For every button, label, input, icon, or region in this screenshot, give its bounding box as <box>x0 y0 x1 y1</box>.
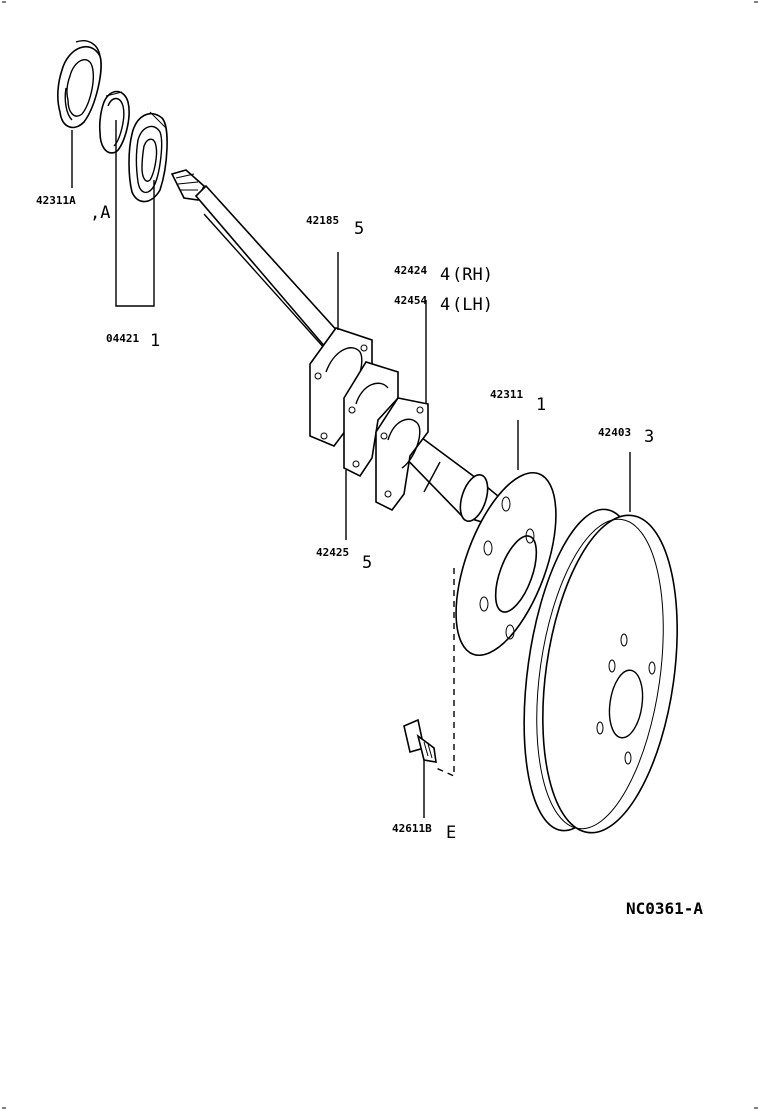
retainer-ring-part <box>98 90 130 154</box>
quantity-label: 1 <box>536 395 546 415</box>
quantity-label: 4 <box>440 265 450 285</box>
brake-drum-part <box>523 508 678 834</box>
gasket-42425-part <box>343 361 399 478</box>
wheel-bearing-part <box>128 111 168 203</box>
quantity-label: 5 <box>362 553 372 573</box>
part-number-label: 42403 <box>598 426 631 439</box>
part-number-label: 42311A <box>36 194 76 207</box>
quantity-label: 5 <box>354 219 364 239</box>
diagram-code: NC0361-A <box>626 899 703 918</box>
side-label: (LH) <box>452 295 493 315</box>
part-number-label: 42424 <box>394 264 427 277</box>
quantity-label: 4 <box>440 295 450 315</box>
quantity-label: ,A <box>90 203 110 223</box>
leader-lines <box>71 120 631 818</box>
side-label: (RH) <box>452 265 493 285</box>
part-number-label: 42454 <box>394 294 427 307</box>
hub-flange-part <box>455 471 557 657</box>
oil-seal-part <box>57 40 102 129</box>
quantity-label: E <box>446 823 456 843</box>
retainer-42424-part <box>375 397 429 512</box>
hub-bolt-part <box>403 718 437 763</box>
quantity-label: 3 <box>644 427 654 447</box>
part-number-label: 42185 <box>306 214 339 227</box>
part-number-label: 42311 <box>490 388 523 401</box>
part-number-label: 42425 <box>316 546 349 559</box>
part-number-label: 42611B <box>392 822 432 835</box>
assembly-dashed-line <box>435 568 455 778</box>
part-number-label: 04421 <box>106 332 139 345</box>
quantity-label: 1 <box>150 331 160 351</box>
